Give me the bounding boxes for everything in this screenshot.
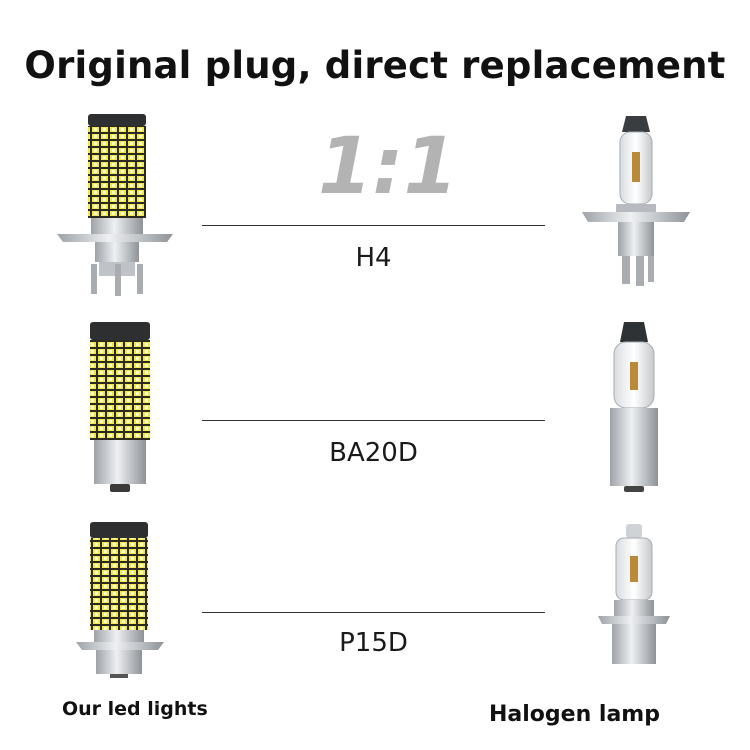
led-bulb-ba20d	[90, 322, 150, 492]
row-p15d-label: P15D	[339, 628, 408, 658]
led-bulb-p15d	[76, 522, 164, 678]
led-bulb-h4	[57, 114, 173, 296]
row-h4-label: H4	[355, 243, 392, 273]
halogen-bulb-h4	[582, 116, 690, 286]
row-p15d-divider	[202, 612, 545, 613]
row-ba20d-label: BA20D	[329, 438, 418, 468]
page-title: Original plug, direct replacement	[24, 44, 726, 87]
halogen-bulb-p15d	[598, 524, 670, 664]
halogen-bulb-ba20d	[610, 322, 658, 492]
caption-our-led-lights: Our led lights	[62, 698, 208, 720]
row-h4-divider	[202, 225, 545, 226]
ratio-text: 1:1	[318, 122, 458, 212]
row-ba20d-divider	[202, 420, 545, 421]
caption-halogen-lamp: Halogen lamp	[489, 702, 660, 727]
